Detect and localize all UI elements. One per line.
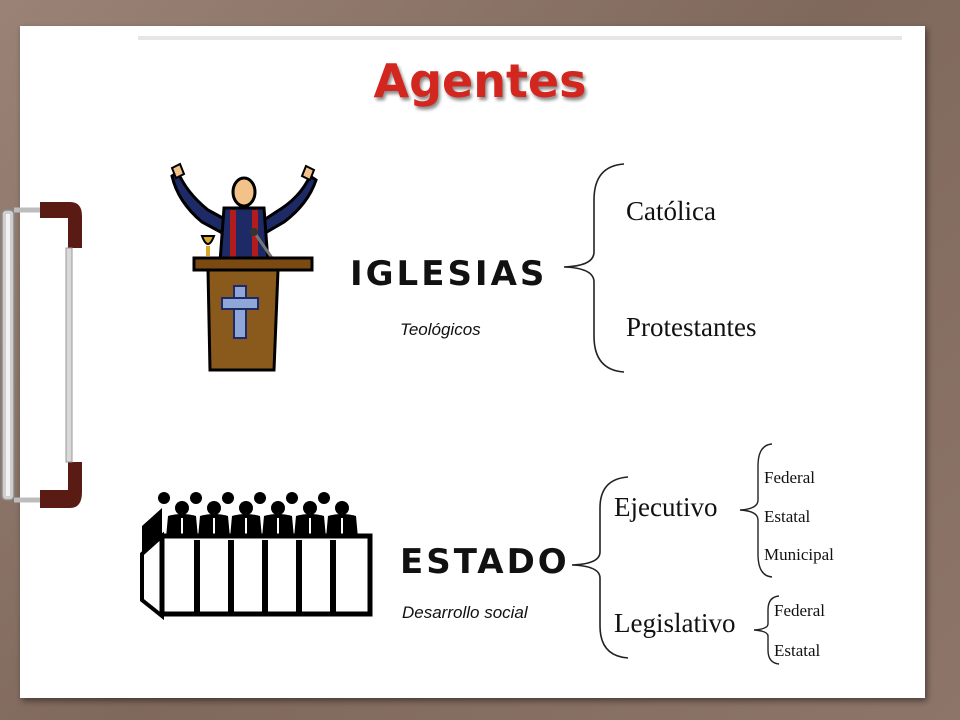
ejecutivo-estatal: Estatal <box>764 507 811 526</box>
legislativo-estatal: Estatal <box>774 641 821 660</box>
iglesias-sub-label: Teológicos <box>400 320 481 339</box>
ejecutivo-federal: Federal <box>764 468 815 487</box>
legislativo-label: Legislativo <box>614 608 736 638</box>
preacher-pulpit-icon <box>170 162 318 372</box>
ejecutivo-label: Ejecutivo <box>614 492 718 522</box>
estado-sub-label: Desarrollo social <box>402 603 528 622</box>
iglesias-label: IGLESIAS <box>350 254 548 294</box>
iglesias-brace <box>563 163 625 373</box>
legislativo-brace <box>753 595 780 665</box>
ejecutivo-brace <box>739 443 773 578</box>
clipboard-clip-icon <box>1 202 82 508</box>
estado-label: ESTADO <box>400 542 570 582</box>
congress-chamber-icon <box>140 492 373 621</box>
legislativo-federal: Federal <box>774 601 825 620</box>
page-title: Agentes <box>373 54 587 108</box>
protestantes-label: Protestantes <box>626 312 757 342</box>
ejecutivo-municipal: Municipal <box>764 545 834 564</box>
catolica-label: Católica <box>626 196 716 226</box>
estado-brace <box>571 476 629 659</box>
paper-top-edge <box>138 36 902 40</box>
